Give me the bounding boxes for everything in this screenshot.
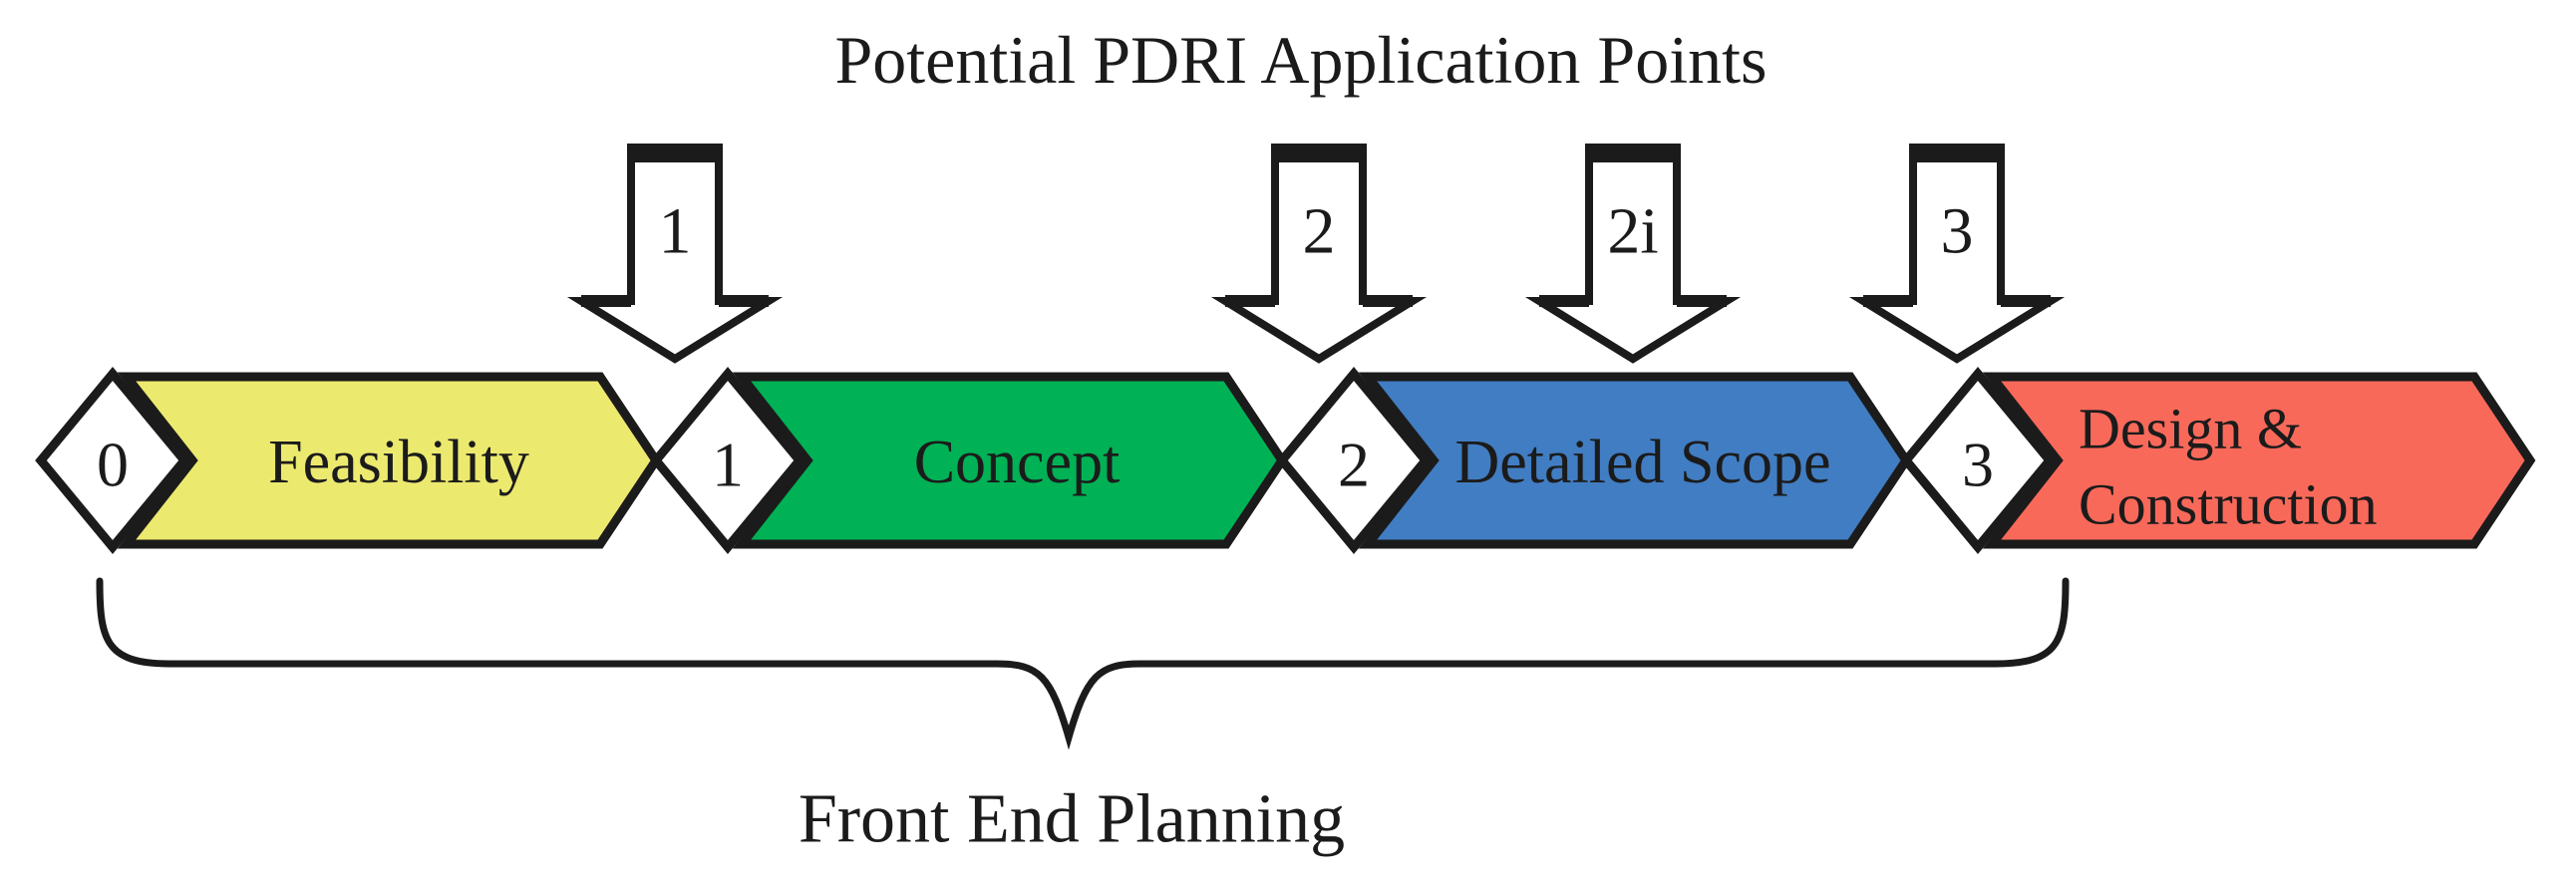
gate-label: 2 xyxy=(1338,430,1370,500)
arrow-top-cap xyxy=(1589,148,1677,162)
gate-2: 2 xyxy=(1276,366,1432,555)
diagram-title: Potential PDRI Application Points xyxy=(834,22,1767,98)
phase-label-line-2: Construction xyxy=(2079,472,2378,537)
gate-diamond-shape xyxy=(650,366,805,555)
application-point-arrow-1: 1 xyxy=(566,144,784,364)
gate-diamond-shape xyxy=(1900,366,2056,555)
application-point-arrow-3: 3 xyxy=(1848,144,2066,364)
gate-diamond-shape xyxy=(35,366,190,555)
gate-0: 0 xyxy=(35,366,190,555)
phase-label: Concept xyxy=(914,429,1121,496)
gate-diamond-shape xyxy=(1276,366,1432,555)
phase-detailed-scope: Detailed Scope xyxy=(1358,372,1912,549)
front-end-planning-brace xyxy=(96,577,2070,750)
phase-chevron-shape xyxy=(732,372,1288,549)
phase-feasibility: Feasibility xyxy=(117,372,662,549)
phase-chevron-shape xyxy=(1982,372,2536,549)
gate-1: 1 xyxy=(650,366,805,555)
phase-label-line-1: Design & xyxy=(2079,397,2302,461)
phase-label: Feasibility xyxy=(268,429,529,496)
phase-chevron-shape xyxy=(117,372,662,549)
gate-3: 3 xyxy=(1900,366,2056,555)
gate-label: 3 xyxy=(1962,430,1994,500)
application-point-arrow-2i: 2i xyxy=(1524,144,1742,364)
application-point-label: 2i xyxy=(1607,195,1658,268)
gate-label: 1 xyxy=(712,430,744,500)
front-end-planning-label: Front End Planning xyxy=(799,781,1345,858)
phase-concept: Concept xyxy=(732,372,1288,549)
application-point-label: 2 xyxy=(1303,195,1336,268)
phase-chevron-shape xyxy=(1358,372,1912,549)
arrow-top-cap xyxy=(631,148,719,162)
phase-design-construction: Design & Construction xyxy=(1982,372,2536,549)
application-point-label: 1 xyxy=(659,195,692,268)
application-point-arrow-2: 2 xyxy=(1210,144,1428,364)
gate-label: 0 xyxy=(97,430,129,500)
phase-label: Detailed Scope xyxy=(1454,429,1830,496)
application-point-label: 3 xyxy=(1941,195,1974,268)
arrow-top-cap xyxy=(1275,148,1363,162)
arrow-top-cap xyxy=(1913,148,2001,162)
